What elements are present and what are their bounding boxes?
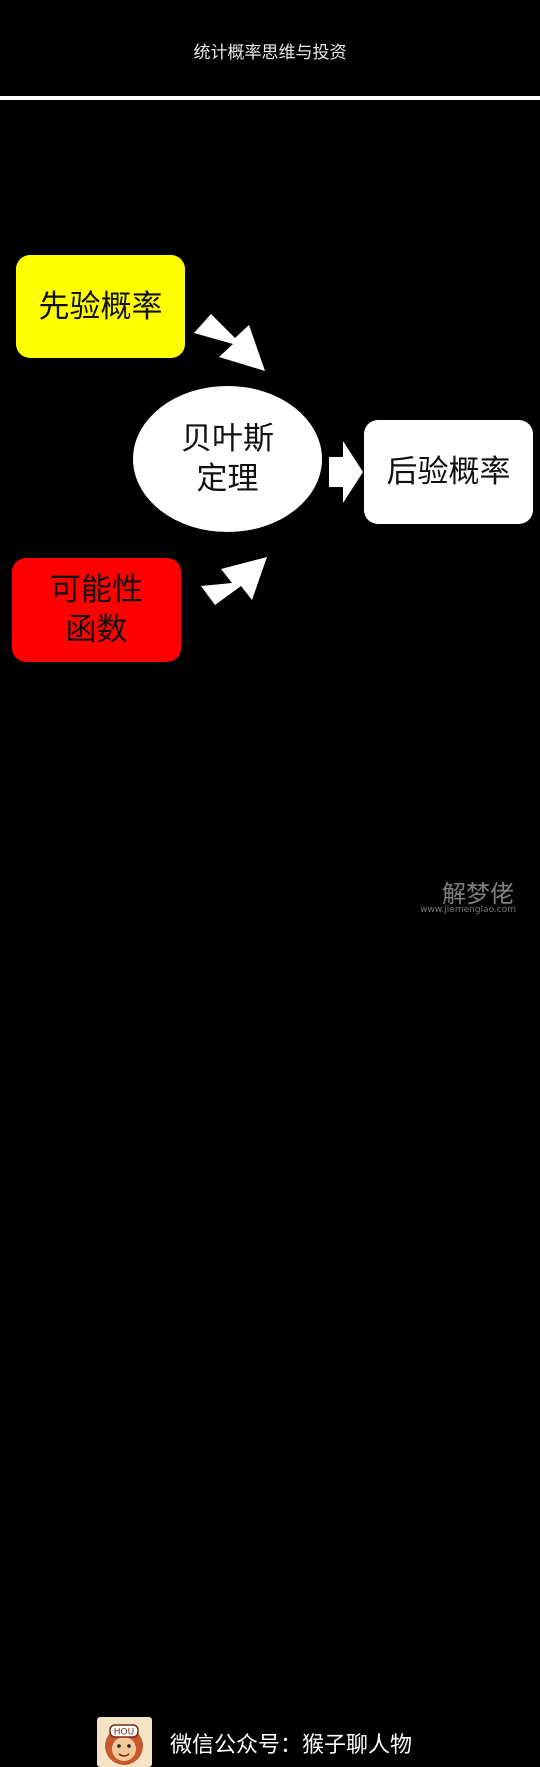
arrow-prior-to-theorem bbox=[194, 314, 265, 371]
site-watermark: 解梦佬 www.jiemenglao.com bbox=[378, 872, 528, 918]
posterior-label: 后验概率 bbox=[386, 454, 511, 490]
arrow-likelihood-to-theorem bbox=[201, 557, 267, 605]
likelihood-label-line2: 函数 bbox=[65, 612, 128, 648]
likelihood-label-line1: 可能性 bbox=[50, 572, 143, 608]
header: 统计概率思维与投资 bbox=[0, 0, 540, 98]
theorem-label-line1: 贝叶斯 bbox=[181, 421, 274, 457]
monkey-logo-icon: HOU bbox=[97, 1717, 152, 1767]
likelihood-function-box: 可能性 函数 bbox=[12, 558, 181, 662]
svg-text:HOU: HOU bbox=[114, 1728, 134, 1738]
watermark-url: www.jiemenglao.com bbox=[420, 905, 516, 915]
prior-probability-box: 先验概率 bbox=[16, 255, 185, 358]
posterior-probability-box: 后验概率 bbox=[364, 420, 533, 524]
arrow-theorem-to-posterior bbox=[329, 441, 363, 503]
wechat-account-text: 微信公众号：猴子聊人物 bbox=[170, 1733, 413, 1758]
page-title: 统计概率思维与投资 bbox=[193, 43, 347, 63]
watermark-name: 解梦佬 bbox=[442, 880, 514, 908]
header-divider bbox=[0, 96, 540, 100]
bayes-theorem-node: 贝叶斯 定理 bbox=[133, 386, 322, 532]
theorem-label-line2: 定理 bbox=[196, 461, 259, 497]
prior-label: 先验概率 bbox=[38, 288, 163, 325]
